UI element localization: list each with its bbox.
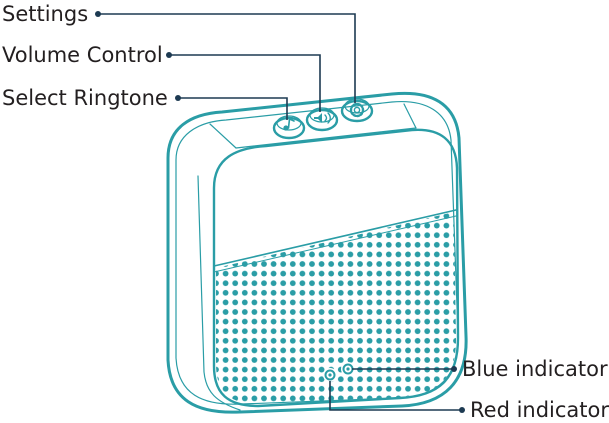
select-ringtone-label: Select Ringtone bbox=[2, 86, 168, 110]
blue-indicator-label: Blue indicator bbox=[462, 357, 608, 381]
speaker-grille bbox=[216, 212, 456, 404]
device-body bbox=[166, 91, 468, 414]
ringtone-button[interactable] bbox=[272, 115, 306, 140]
volume-icon bbox=[314, 112, 331, 124]
blue-indicator-leader-line bbox=[352, 366, 457, 372]
music-note-icon bbox=[283, 118, 295, 131]
settings-label: Settings bbox=[2, 2, 88, 26]
volume-leader-line bbox=[166, 52, 321, 112]
gear-icon bbox=[349, 102, 365, 118]
red-indicator-leader-line bbox=[329, 381, 465, 413]
ringtone-leader-line bbox=[175, 95, 288, 120]
volume-button[interactable] bbox=[305, 107, 339, 132]
volume-control-label: Volume Control bbox=[2, 43, 163, 67]
settings-leader-line bbox=[95, 11, 356, 103]
settings-button[interactable] bbox=[340, 98, 374, 123]
red-indicator-led bbox=[323, 368, 337, 382]
red-indicator-label: Red indicator bbox=[470, 398, 609, 422]
